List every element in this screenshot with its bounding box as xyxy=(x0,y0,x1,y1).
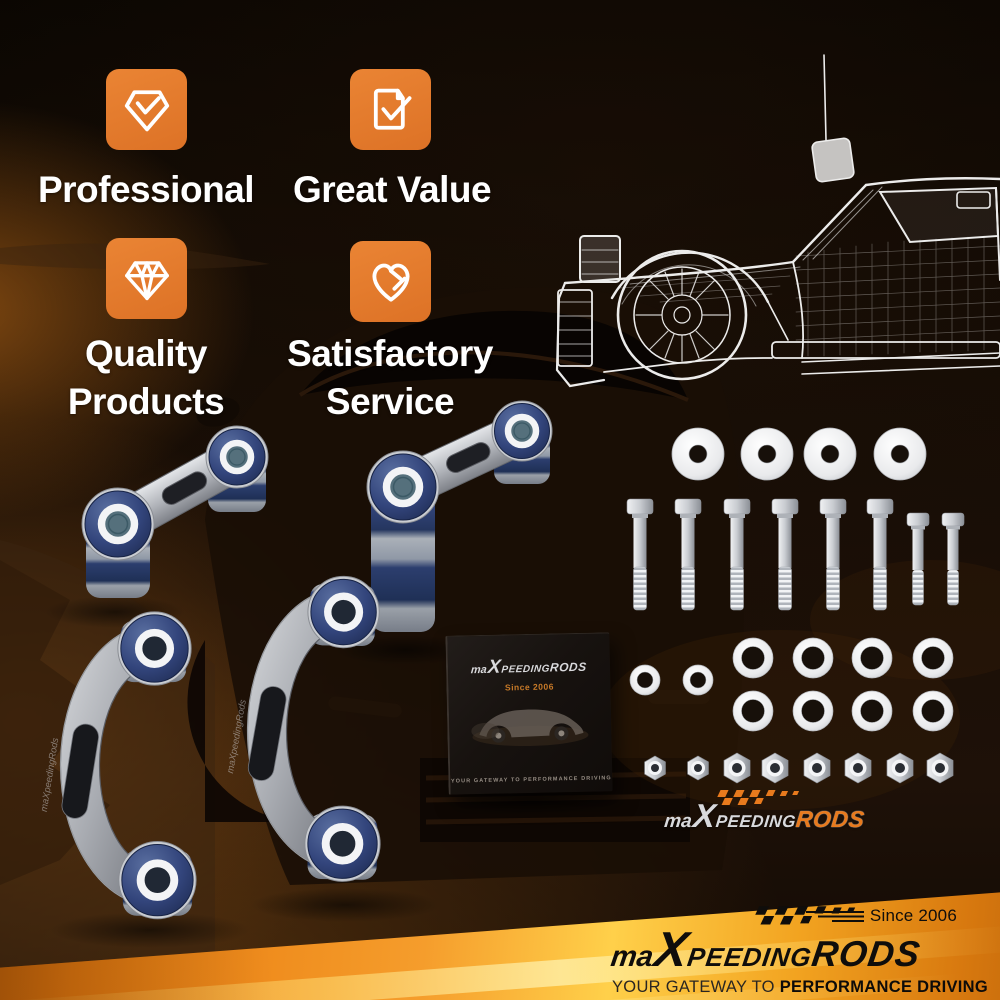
engraved-brand-text: maXpeedingRods xyxy=(38,737,61,813)
document-check-icon xyxy=(373,88,411,130)
hex-bolts-short xyxy=(906,512,965,606)
stabilizer-link-straight-2 xyxy=(366,400,553,632)
brand-logo-silver: maXpeedingRODS xyxy=(663,797,866,834)
checkered-flag-icon xyxy=(717,790,800,805)
brand-wordmark: maXpeedingRODS xyxy=(608,923,961,977)
badge-label: Professional xyxy=(37,169,255,210)
brand-mid: peeding xyxy=(501,663,551,676)
satisfactory-service-badge xyxy=(350,241,431,322)
badge-label: Quality Products xyxy=(67,333,225,422)
brand-tagline: YOUR GATEWAY TO PERFORMANCE DRIVING xyxy=(612,978,988,997)
since-label: Since 2006 xyxy=(869,906,957,925)
badge-label: Great Value xyxy=(292,169,492,210)
brand-mid: peeding xyxy=(685,942,814,972)
hardware-kit xyxy=(626,427,965,784)
brand-prefix: ma xyxy=(663,811,693,832)
brand-mid: peeding xyxy=(714,812,797,831)
product-box: maXpeedingRODS Since 2006 YOUR GATEWAY T… xyxy=(445,632,613,795)
tagline-light: YOUR GATEWAY TO xyxy=(612,978,775,996)
hex-nuts xyxy=(644,752,954,784)
brand-logo-footer: Since 2006 maXpeedingRODS YOUR GATEWAY T… xyxy=(609,906,988,997)
gem-icon xyxy=(124,260,169,300)
box-since-label: Since 2006 xyxy=(504,681,555,693)
box-car-image xyxy=(471,709,589,747)
brand-x: X xyxy=(487,656,502,678)
stabilizer-link-curved-2: maXpeedingRods xyxy=(224,575,381,882)
wireframe-truck-illustration xyxy=(555,54,1000,388)
tagline-bold: PERFORMANCE DRIVING xyxy=(779,978,988,996)
large-washers xyxy=(671,427,927,481)
diamond-check-icon xyxy=(124,89,169,131)
quality-products-badge xyxy=(106,238,187,319)
checkered-flag-icon xyxy=(755,906,856,925)
heart-handshake-icon xyxy=(372,263,409,302)
flat-washers xyxy=(732,637,954,732)
badge-label: Satisfactory Service xyxy=(287,333,493,422)
brand-prefix: ma xyxy=(470,663,488,677)
box-tagline: YOUR GATEWAY TO PERFORMANCE DRIVING xyxy=(450,775,612,785)
brand-rods: RODS xyxy=(809,933,924,974)
stabilizer-link-straight-1 xyxy=(81,425,269,598)
brand-rods: RODS xyxy=(794,806,866,832)
great-value-badge xyxy=(350,69,431,150)
hex-bolts-long xyxy=(626,498,894,611)
brand-rods: RODS xyxy=(549,659,588,675)
professional-badge xyxy=(106,69,187,150)
small-washers xyxy=(629,664,714,696)
engraved-brand-text: maXpeedingRods xyxy=(224,698,248,774)
brand-prefix: ma xyxy=(608,941,656,973)
stabilizer-link-curved-1: maXpeedingRods xyxy=(38,611,197,920)
brand-x: X xyxy=(691,797,718,834)
box-brand-logo: maXpeedingRODS xyxy=(470,656,588,678)
